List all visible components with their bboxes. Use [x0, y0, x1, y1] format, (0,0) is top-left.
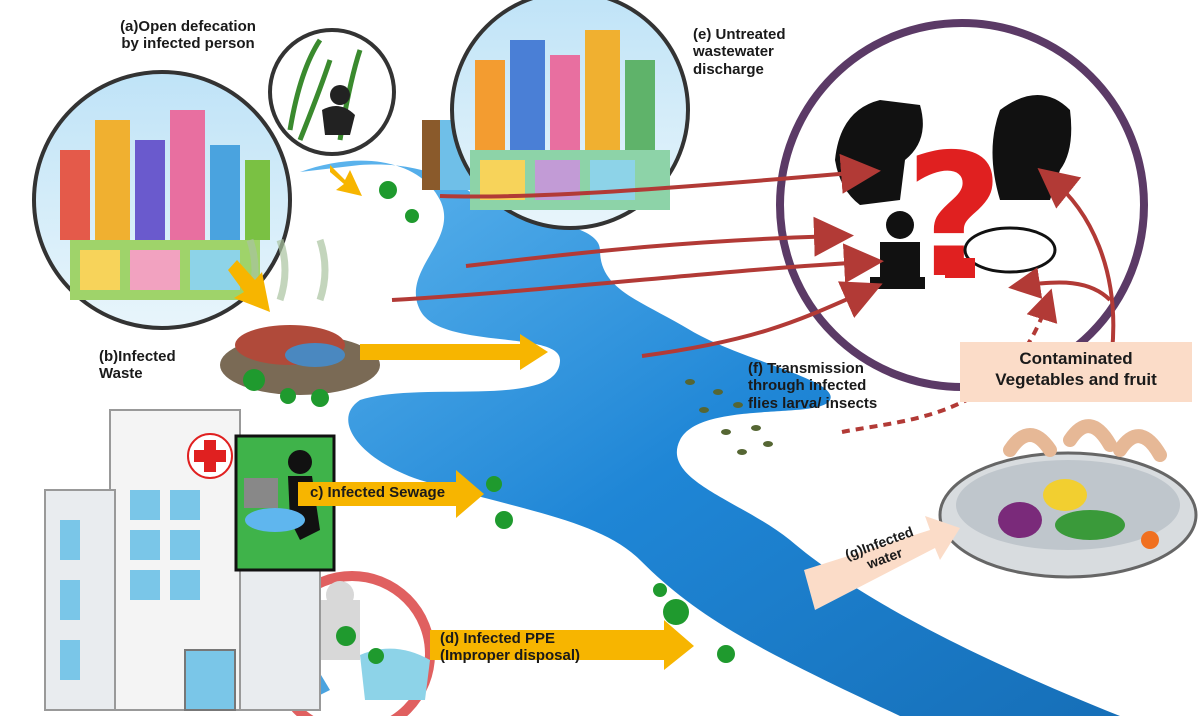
label-b: (b)Infected Waste [99, 348, 219, 383]
arrow-sewage-to-river [298, 470, 484, 518]
label-e-line2: wastewater [693, 43, 774, 61]
label-a: (a)Open defecation by infected person [98, 18, 278, 53]
sewage-box [234, 434, 336, 572]
label-a-line1: (a)Open defecation [120, 18, 256, 35]
veg-line2: Vegetables and fruit [995, 370, 1157, 390]
arrow-defecation-to-river [330, 165, 362, 196]
virus-icons [243, 181, 735, 664]
label-e-line1: (e) Untreated [693, 26, 786, 43]
red-arrows [391, 153, 1116, 434]
label-d-line2: (Improper disposal) [440, 647, 581, 665]
arrow-infected-water [804, 516, 960, 610]
label-e: (e) Untreated wastewater discharge [693, 26, 833, 78]
label-f-line1: (f) Transmission [748, 360, 864, 377]
yellow-arrows [228, 165, 960, 670]
vegetable-bowl [938, 419, 1198, 579]
label-f-line2: through infected [748, 377, 867, 395]
label-d: (d) Infected PPE (Improper disposal) [440, 630, 660, 665]
label-e-line3: discharge [693, 60, 764, 78]
human-exposure-circle: ? [776, 19, 1148, 391]
arrow-ppe-to-river [430, 620, 694, 670]
label-c: c) Infected Sewage [310, 484, 446, 501]
label-f-line3: flies larva/ insects [748, 394, 878, 412]
contaminated-vegetables-label: Contaminated Vegetables and fruit [960, 342, 1192, 402]
label-d-line1: (d) Infected PPE [440, 630, 556, 647]
toilet-person-icon [870, 211, 925, 289]
city-circle-right [450, 0, 690, 230]
label-a-line2: by infected person [121, 35, 255, 53]
hospital [44, 409, 321, 711]
label-b-line2: Waste [99, 365, 143, 383]
label-b-line1: (b)Infected [99, 348, 176, 365]
fly-icons [685, 379, 773, 455]
river [300, 160, 1120, 716]
waste-pile [220, 238, 380, 395]
hospital-cross-icon [187, 433, 233, 479]
veg-line1: Contaminated [1019, 349, 1133, 368]
open-defecation-circle [268, 28, 396, 156]
arrow-city-to-waste [228, 260, 270, 312]
arrow-waste-to-river [360, 334, 548, 370]
label-f: (f) Transmission through infected flies … [748, 360, 918, 412]
